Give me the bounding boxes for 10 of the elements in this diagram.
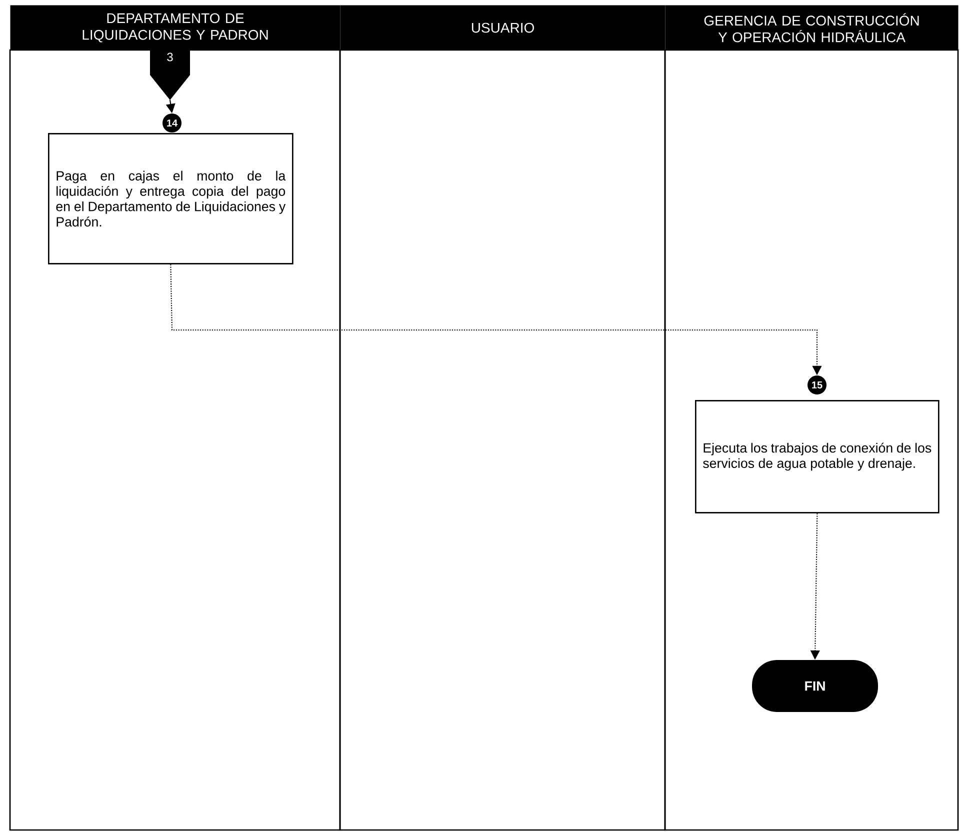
process-box: Paga en cajas el monto de la liquidación y entrega copia del pago en el Departamento de Liquidaciones y Padrón. — [48, 133, 294, 264]
node-label: GERENCIA DE CONSTRUCCIÓN Y OPERACIÓN HIDRÁULICA — [704, 13, 919, 42]
node-label: USUARIO — [472, 22, 534, 33]
node-label: DEPARTAMENTO DE LIQUIDACIONES Y PADRON — [82, 13, 268, 42]
process-box: Ejecuta los trabajos de conexión de los servicios de agua potable y drenaje. — [695, 400, 940, 514]
lane-header: GERENCIA DE CONSTRUCCIÓN Y OPERACIÓN HIDRÁULICA — [665, 5, 958, 50]
node-label: 3 — [167, 52, 173, 62]
lane-header: USUARIO — [340, 5, 666, 50]
terminator: FIN — [752, 660, 878, 712]
off-page-connector: 3 — [150, 40, 190, 100]
